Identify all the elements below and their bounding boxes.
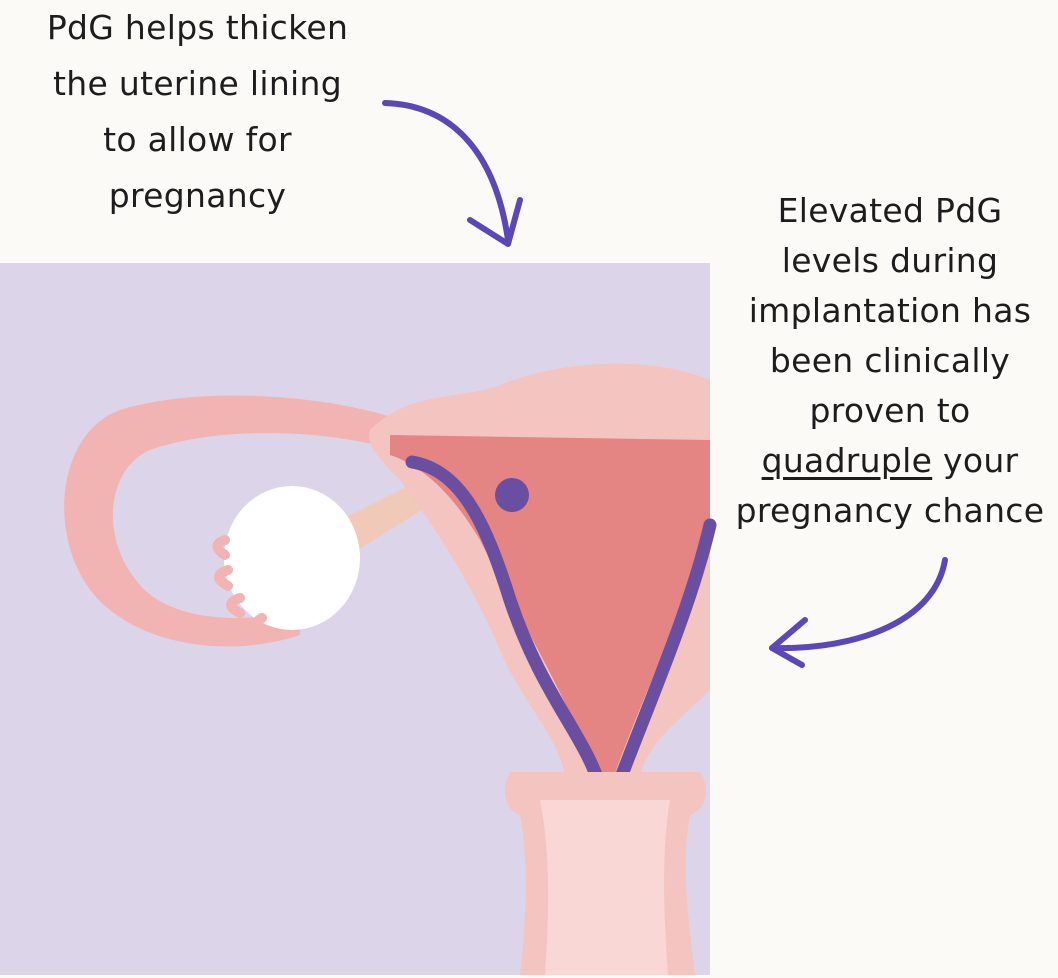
right-caption-fragment: your [932,441,1019,480]
left-caption-line: to allow for [103,120,292,159]
left-caption: PdG helps thicken the uterine lining to … [0,0,395,224]
right-caption-line: levels during [781,241,999,280]
left-caption-line: the uterine lining [53,64,342,103]
cervix-inner [540,800,670,975]
right-caption-line: been clinically [769,341,1011,380]
ovarian-ligament [340,480,430,555]
implanted-embryo [495,478,529,512]
right-caption-line: pregnancy chance [735,491,1045,530]
right-caption-line: Elevated PdG [777,191,1003,230]
underlined-word: quadruple [761,441,933,480]
left-caption-line: pregnancy [108,176,287,215]
left-caption-line: PdG helps thicken [46,8,349,47]
right-caption-line: proven to [809,391,971,430]
right-caption: Elevated PdG levels during implantation … [722,186,1058,536]
arrow-to-uterus [769,557,948,668]
arrow-to-lining [382,100,523,247]
uterine-cavity [390,435,710,782]
ovary [212,486,360,637]
right-caption-line: implantation has [748,291,1032,330]
uterine-lining [405,455,717,787]
fallopian-tube [64,395,400,647]
right-caption-line: quadruple your [722,436,1058,486]
